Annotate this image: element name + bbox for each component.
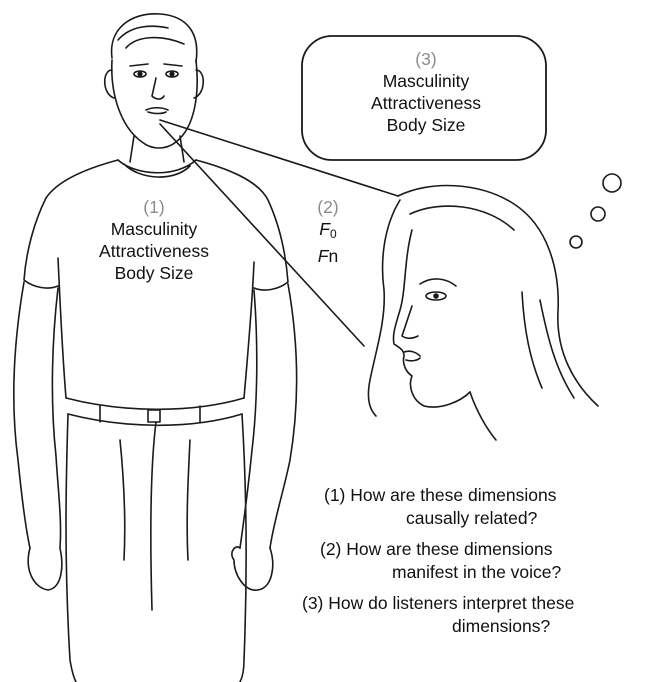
man-ear-right [194,70,203,98]
question-2-line1: How are these dimensions [346,539,552,559]
man-trousers [66,414,246,682]
man-hair [112,14,197,62]
voice-number: (2) [306,196,350,218]
question-1-number: (1) [324,485,345,505]
thought-line-masculinity: Masculinity [356,70,496,92]
fn-parameter: Fn [306,245,350,267]
f0-parameter: F0 [306,218,350,245]
voice-label: (2) F0 Fn [306,196,350,267]
man-belt [66,398,244,425]
question-2-number: (2) [320,539,341,559]
question-1-line1: How are these dimensions [350,485,556,505]
shirt-line-body-size: Body Size [84,262,224,284]
man-head [112,60,197,148]
thought-label: (3) Masculinity Attractiveness Body Size [356,48,496,136]
thought-circle-small [570,236,582,248]
thought-number: (3) [356,48,496,70]
question-3: (3) How do listeners interpret these [302,592,574,614]
question-2-line2: manifest in the voice? [392,561,561,583]
question-3-line1: How do listeners interpret these [328,593,574,613]
man-nose [152,78,164,99]
shirt-line-attractiveness: Attractiveness [84,240,224,262]
woman-neck [470,392,496,440]
thought-line-attractiveness: Attractiveness [356,92,496,114]
thought-circle-large [603,174,621,192]
thought-line-body-size: Body Size [356,114,496,136]
man-mouth [146,108,168,114]
shirt-number: (1) [84,196,224,218]
question-1: (1) How are these dimensions [324,484,556,506]
woman-face [393,230,470,407]
question-3-line2: dimensions? [452,615,550,637]
man-hand-right [232,547,273,590]
question-2: (2) How are these dimensions [320,538,552,560]
man-figure [14,14,297,682]
woman-nose [402,306,418,338]
woman-lips [404,351,420,361]
woman-figure [368,186,598,440]
shirt-line-masculinity: Masculinity [84,218,224,240]
thought-circle-medium [591,207,605,221]
shirt-label: (1) Masculinity Attractiveness Body Size [84,196,224,284]
question-1-line2: causally related? [406,507,537,529]
man-hand-left [28,548,62,590]
man-belt-buckle [148,410,160,422]
man-arm-right [240,284,297,548]
man-arm-left [14,282,61,548]
question-3-number: (3) [302,593,323,613]
man-brows [130,64,182,66]
woman-brow [420,279,456,286]
